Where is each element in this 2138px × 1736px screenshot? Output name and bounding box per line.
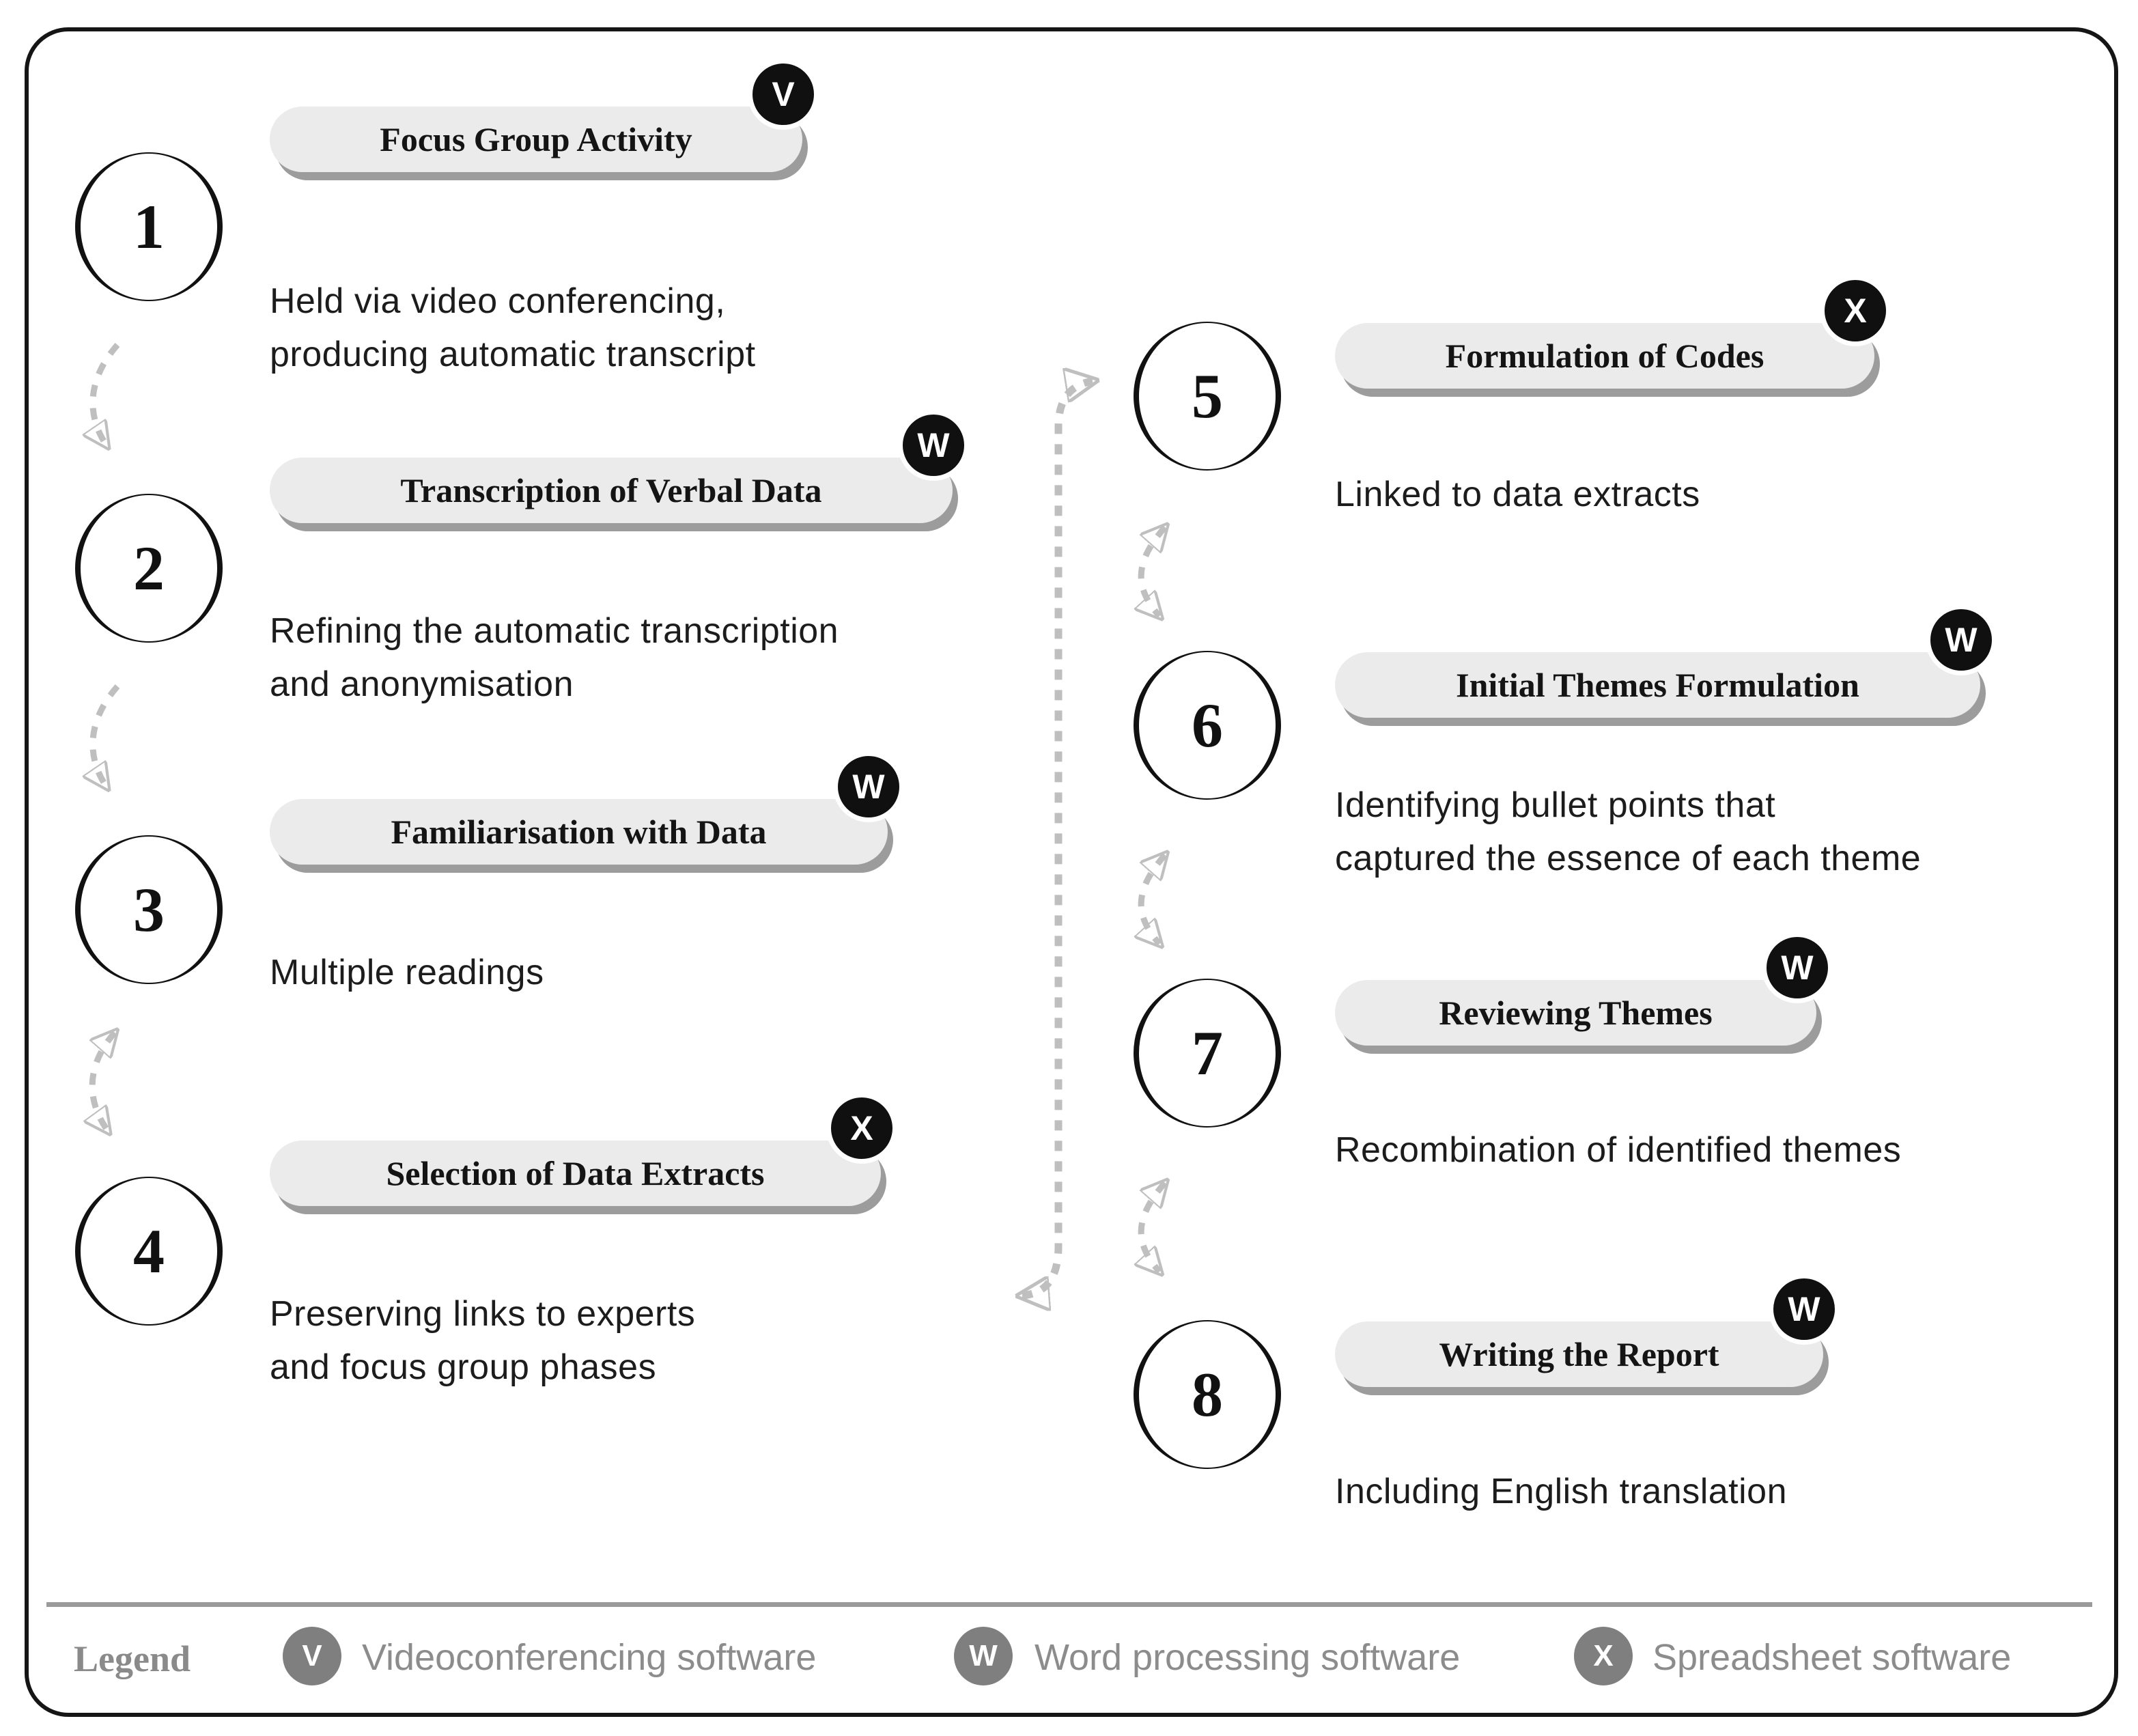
step-2-pill: Transcription of Verbal Data [270, 458, 953, 523]
step-4-software-badge: X [826, 1093, 897, 1164]
step-1-number: 1 [133, 192, 165, 262]
legend-word-processing-label: Word processing software [1035, 1637, 1461, 1678]
step-4-title: Selection of Data Extracts [386, 1154, 765, 1192]
step-7-pill: Reviewing Themes [1335, 980, 1816, 1046]
step-7-number: 7 [1192, 1018, 1223, 1088]
step-8-title: Writing the Report [1439, 1335, 1719, 1373]
legend-word-processing-badge: W [954, 1627, 1013, 1685]
step-4-number-circle: 4 [75, 1177, 223, 1326]
step-1-description: Held via video conferencing, producing a… [270, 281, 756, 374]
legend-videoconferencing-badge: V [283, 1627, 341, 1685]
step-8-description: Including English translation [1335, 1472, 1788, 1511]
step-1-number-circle: 1 [75, 152, 223, 301]
step-6-software-badge: W [1926, 604, 1997, 675]
step-2-number-circle: 2 [75, 494, 223, 643]
step-3-number: 3 [133, 875, 165, 944]
step-7-description: Recombination of identified themes [1335, 1130, 1902, 1170]
legend-videoconferencing-label: Videoconferencing software [362, 1637, 817, 1678]
legend-videoconferencing-letter: V [302, 1639, 322, 1672]
step-6-pill: Initial Themes Formulation [1335, 652, 1980, 718]
step-6-number: 6 [1192, 690, 1223, 760]
step-5-number: 5 [1192, 361, 1223, 431]
step-3-description: Multiple readings [270, 953, 544, 992]
step-8-badge-letter: W [1788, 1290, 1820, 1328]
step-2-software-badge: W [898, 410, 969, 481]
legend-title: Legend [74, 1638, 191, 1679]
step-5-number-circle: 5 [1134, 322, 1281, 471]
step-4-number: 4 [133, 1216, 165, 1286]
step-8-number-circle: 8 [1134, 1320, 1281, 1469]
step-3-title: Familiarisation with Data [391, 813, 767, 851]
step-7-badge-letter: W [1781, 949, 1814, 987]
step-2-title: Transcription of Verbal Data [400, 471, 822, 509]
step-3-number-circle: 3 [75, 835, 223, 984]
step-5-software-badge: X [1820, 275, 1891, 346]
step-5-pill: Formulation of Codes [1335, 323, 1874, 389]
legend-spreadsheet-label: Spreadsheet software [1652, 1637, 2012, 1678]
step-5-description: Linked to data extracts [1335, 475, 1700, 514]
step-4-pill: Selection of Data Extracts [270, 1140, 881, 1206]
step-5-badge-letter: X [1844, 292, 1867, 330]
step-3-software-badge: W [833, 751, 904, 822]
step-6-description: Identifying bullet points that captured … [1335, 785, 1922, 878]
step-7-title: Reviewing Themes [1439, 994, 1713, 1032]
step-3-badge-letter: W [852, 768, 885, 806]
legend-word-processing-letter: W [969, 1639, 998, 1672]
legend-spreadsheet-letter: X [1593, 1639, 1614, 1672]
step-7-software-badge: W [1762, 932, 1833, 1003]
step-2-description: Refining the automatic transcription and… [270, 611, 839, 704]
step-4-badge-letter: X [850, 1109, 873, 1147]
step-6-badge-letter: W [1945, 621, 1978, 659]
step-7-number-circle: 7 [1134, 979, 1281, 1128]
step-5-title: Formulation of Codes [1445, 337, 1764, 375]
step-1-software-badge: V [748, 59, 819, 130]
step-1-badge-letter: V [772, 75, 795, 113]
step-6-number-circle: 6 [1134, 651, 1281, 800]
step-1-title: Focus Group Activity [380, 120, 692, 158]
step-8-pill: Writing the Report [1335, 1321, 1823, 1387]
step-1-pill: Focus Group Activity [270, 107, 802, 172]
step-8-software-badge: W [1769, 1274, 1840, 1345]
step-8-number: 8 [1192, 1360, 1223, 1429]
step-6-title: Initial Themes Formulation [1456, 666, 1859, 704]
step-4-description: Preserving links to experts and focus gr… [270, 1294, 696, 1387]
legend-divider [46, 1602, 2092, 1607]
step-2-number: 2 [133, 533, 165, 603]
step-2-badge-letter: W [917, 426, 950, 464]
step-3-pill: Familiarisation with Data [270, 799, 888, 865]
legend-spreadsheet-badge: X [1574, 1627, 1633, 1685]
